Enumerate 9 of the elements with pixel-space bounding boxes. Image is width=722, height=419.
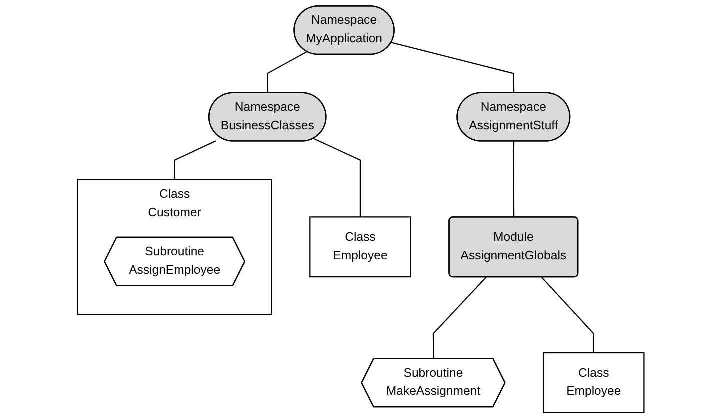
connector bbox=[267, 51, 308, 94]
connector bbox=[432, 277, 487, 360]
node-box: Class Employee bbox=[542, 352, 645, 414]
connector bbox=[174, 140, 216, 180]
node-box: Class Employee bbox=[310, 216, 412, 278]
connector bbox=[513, 142, 515, 218]
connector bbox=[391, 42, 515, 94]
connector bbox=[313, 138, 362, 218]
connector bbox=[541, 277, 594, 353]
